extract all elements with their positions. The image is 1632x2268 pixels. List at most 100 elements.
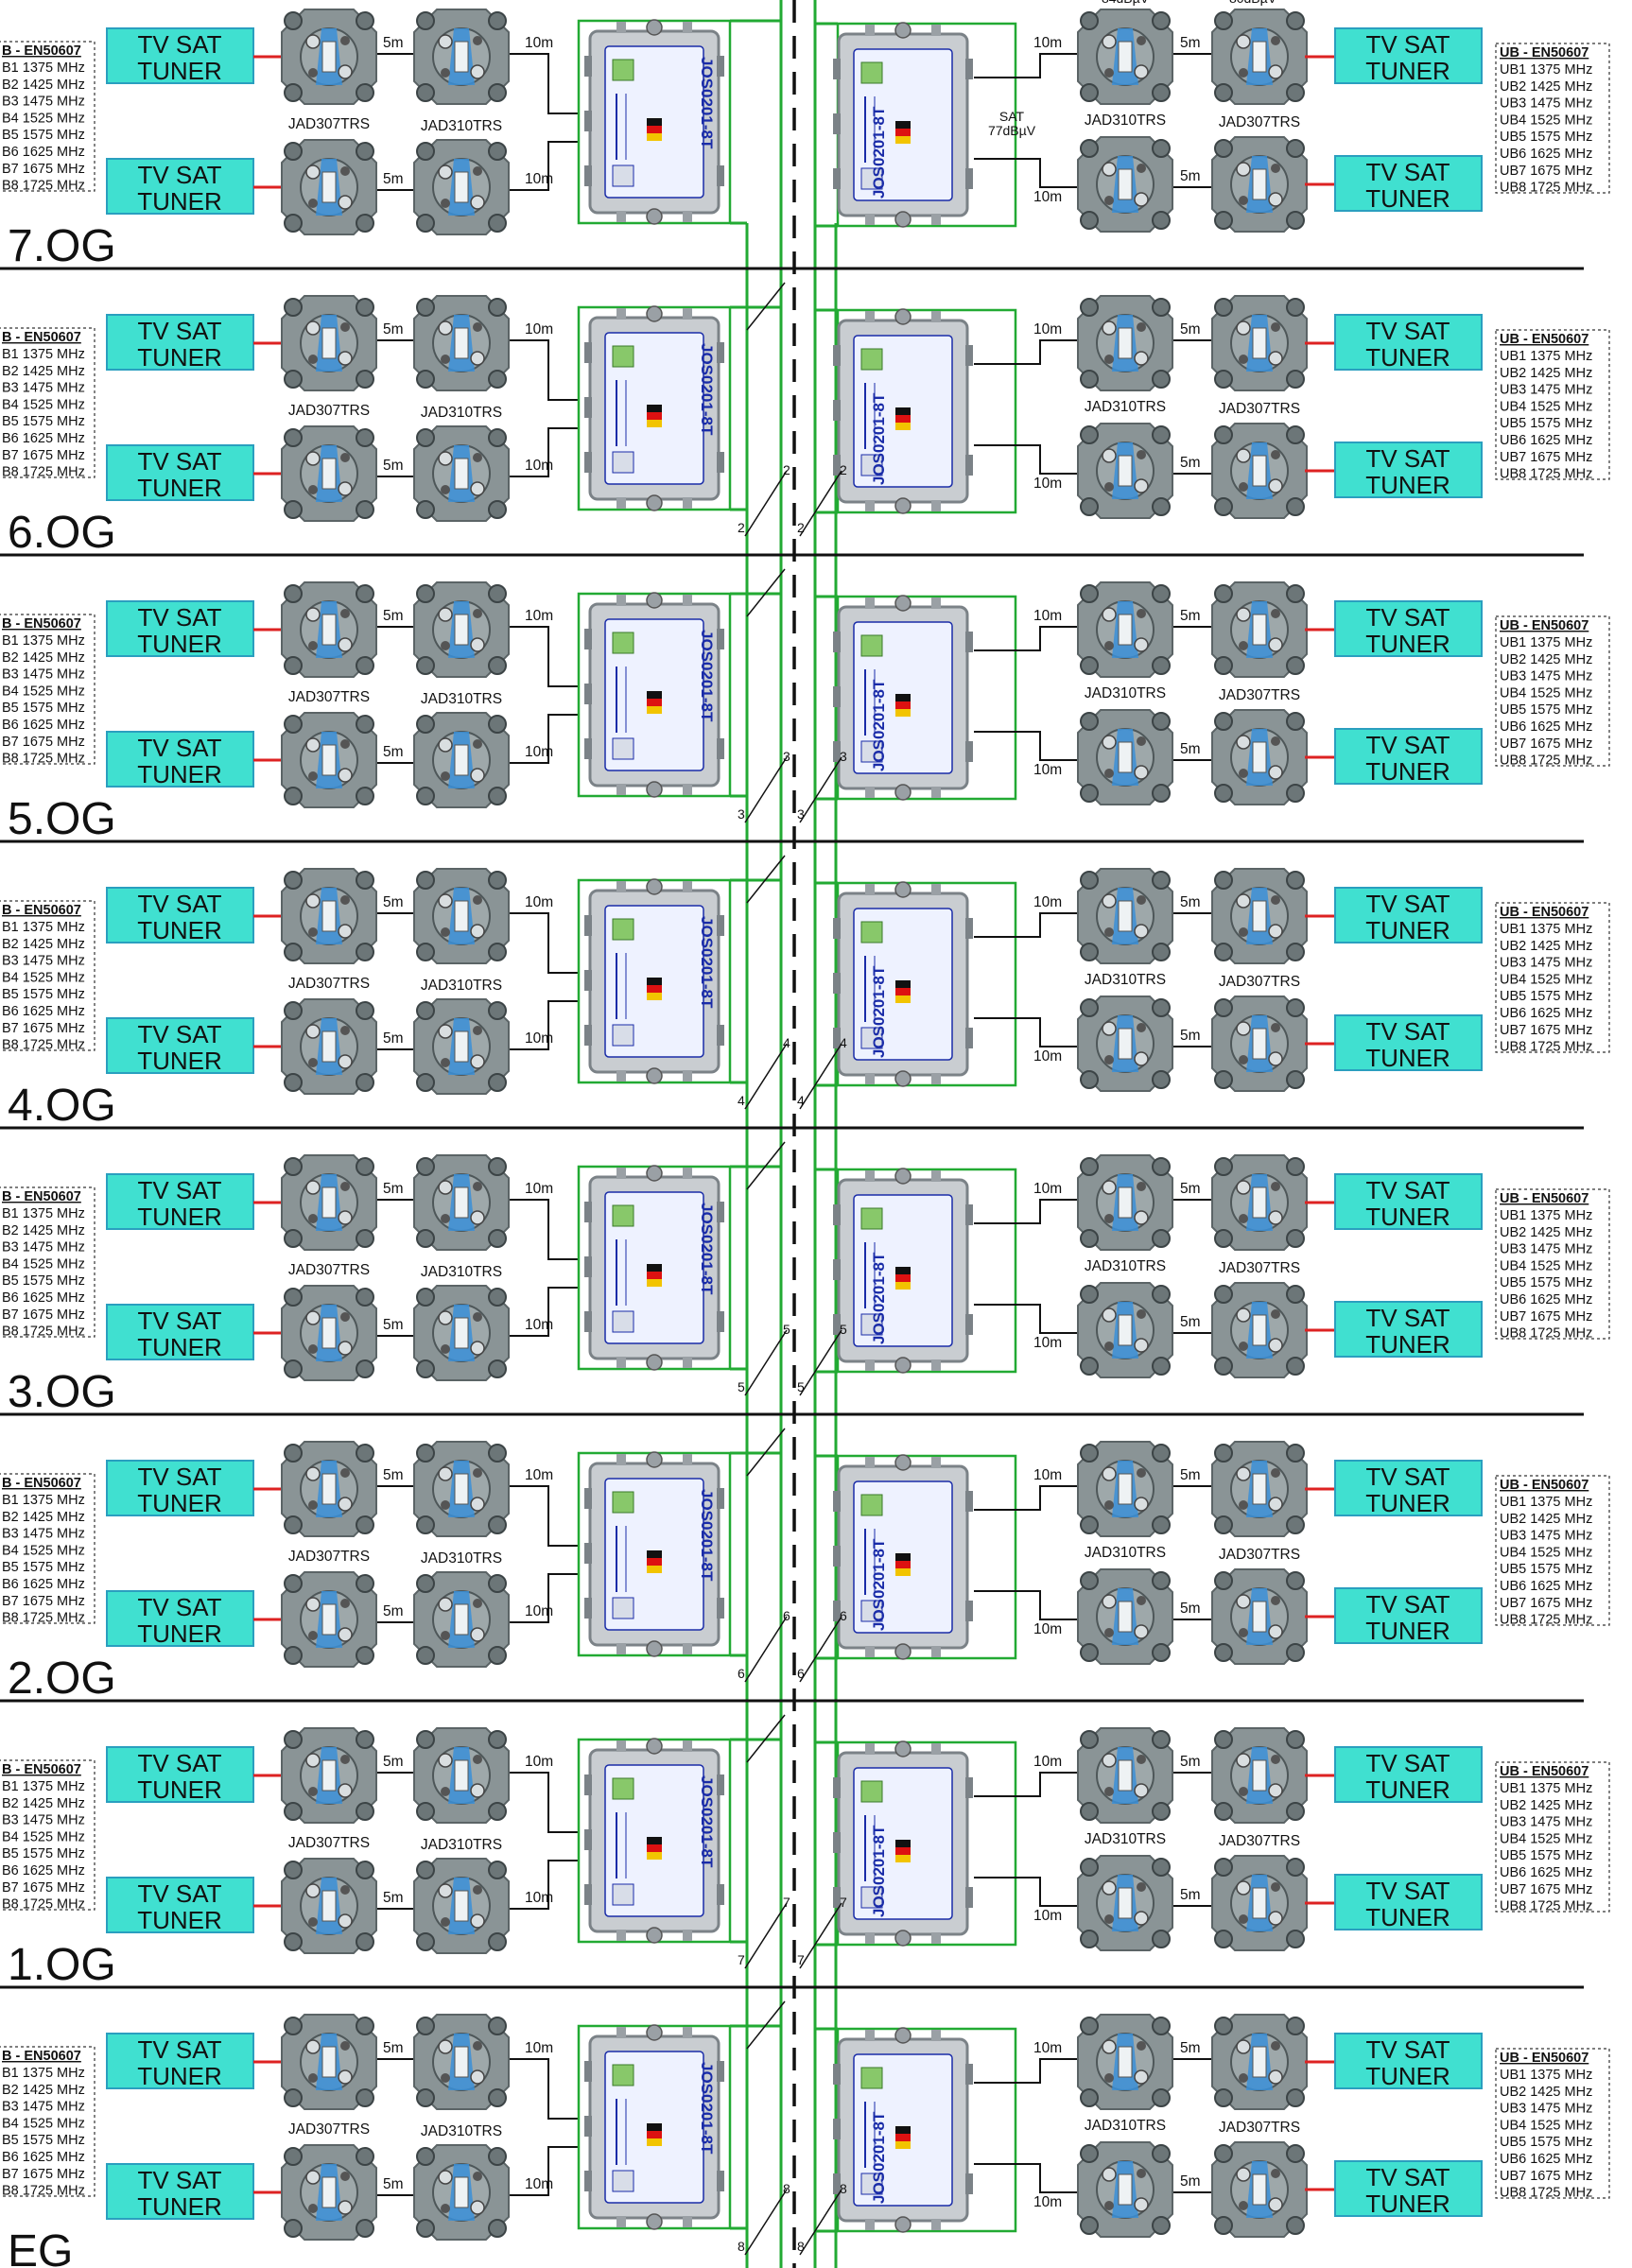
outlet-right-b-top — [1077, 868, 1173, 964]
tuner-label-line2: TUNER — [1365, 1903, 1450, 1931]
ub-table-row: UB3 1475 MHz — [1500, 956, 1592, 971]
ub-table-row: UB3 1475 MHz — [1500, 96, 1592, 112]
cable-length-label: 5m — [383, 1890, 404, 1906]
outlet-model-label: JAD307TRS — [1219, 1833, 1300, 1849]
outlet-right-b-bottom — [1077, 709, 1173, 805]
floor-label: 5.OG — [8, 794, 116, 844]
ub-table-row: B6 1625 MHz — [2, 718, 85, 733]
ub-table-header: UB - EN50607 — [1500, 1191, 1589, 1206]
ub-table-row: UB4 1525 MHz — [1500, 685, 1592, 701]
ub-table-row: UB6 1625 MHz — [1500, 719, 1592, 735]
ub-table-row: UB3 1475 MHz — [1500, 383, 1592, 398]
outlet-left-b-bottom — [413, 1571, 510, 1668]
ub-table-row: UB6 1625 MHz — [1500, 2152, 1592, 2167]
outlet-right-a-top — [1211, 1727, 1308, 1824]
ub-table-row: UB8 1725 MHz — [1500, 181, 1592, 196]
tuner-label-line1: TV SAT — [137, 603, 221, 632]
outlet-left-b-top — [413, 1441, 510, 1537]
cable-length-label: 10m — [525, 458, 553, 474]
tuner-label-line2: TUNER — [1365, 57, 1450, 85]
ub-table-row: B2 1425 MHz — [2, 78, 85, 93]
outlet-right-b-bottom — [1077, 1282, 1173, 1378]
cable-length-label: 5m — [383, 1467, 404, 1483]
ub-table-row: B6 1625 MHz — [2, 1004, 85, 1019]
ub-table-row: UB3 1475 MHz — [1500, 1815, 1592, 1830]
outlet-right-b-bottom — [1077, 1855, 1173, 1951]
outlet-model-label: JAD310TRS — [1085, 2118, 1166, 2134]
multiswitch-model-label: JOS0201-8T — [870, 1825, 888, 1917]
tuner-label-line1: TV SAT — [1365, 890, 1450, 918]
ub-table-row: UB7 1675 MHz — [1500, 450, 1592, 465]
multiswitch-model-label: JOS0201-8T — [870, 2111, 888, 2204]
ub-table-header: UB - EN50607 — [1500, 2051, 1589, 2066]
cable-length-label: 5m — [1180, 455, 1201, 471]
tuner-label-line1: TV SAT — [137, 161, 221, 189]
tuner-label-line1: TV SAT — [137, 2035, 221, 2064]
ub-table-row: B8 1725 MHz — [2, 465, 85, 480]
ub-table-row: B7 1675 MHz — [2, 735, 85, 750]
ub-table-row: UB8 1725 MHz — [1500, 1040, 1592, 1055]
outlet-left-a-top — [281, 1441, 377, 1537]
ub-table-row: UB3 1475 MHz — [1500, 669, 1592, 684]
cable-length-label: 10m — [1033, 2194, 1062, 2210]
cable-number: 7 — [738, 1952, 745, 1967]
tuner-label-line2: TUNER — [137, 57, 222, 85]
ub-table-row: UB7 1675 MHz — [1500, 1596, 1592, 1611]
ub-table-row: B4 1525 MHz — [2, 1543, 85, 1558]
cable-number: 7 — [797, 1952, 805, 1967]
cable-length-label: 10m — [1033, 762, 1062, 778]
ub-table-row: UB5 1575 MHz — [1500, 989, 1592, 1004]
cable-number: 4 — [797, 1093, 805, 1108]
tuner-label-line2: TUNER — [137, 916, 222, 944]
ub-table-row: UB4 1525 MHz — [1500, 972, 1592, 987]
outlet-model-label: JAD307TRS — [1219, 974, 1300, 990]
tuner-label-line2: TUNER — [1365, 184, 1450, 213]
cable-number: 6 — [738, 1666, 745, 1681]
cable-number: 6 — [840, 1608, 847, 1623]
outlet-right-a-top — [1211, 1154, 1308, 1251]
tuner-label-line1: TV SAT — [137, 1749, 221, 1777]
outlet-left-a-bottom — [281, 1571, 377, 1668]
ub-table-row: UB4 1525 MHz — [1500, 113, 1592, 128]
cable-number: 2 — [840, 462, 847, 477]
outlet-model-label: JAD310TRS — [1085, 113, 1166, 129]
cable-length-label: 10m — [525, 35, 553, 51]
outlet-model-label: JAD310TRS — [1085, 1258, 1166, 1274]
cable-length-label: 10m — [1033, 1754, 1062, 1770]
cable-number: 5 — [738, 1379, 745, 1394]
outlet-right-b-bottom — [1077, 136, 1173, 233]
floor-label: 7.OG — [8, 221, 116, 271]
cable-length-label: 5m — [383, 1754, 404, 1770]
multiswitch-model-label: JOS0201-8T — [698, 1489, 716, 1582]
multiswitch-model-label: JOS0201-8T — [870, 106, 888, 199]
ub-table-row: B3 1475 MHz — [2, 1527, 85, 1542]
tuner-label-line1: TV SAT — [137, 317, 221, 345]
ub-table-row: B1 1375 MHz — [2, 1206, 85, 1221]
outlet-model-label: JAD307TRS — [288, 116, 370, 132]
ub-table-row: UB8 1725 MHz — [1500, 753, 1592, 769]
cable-length-label: 5m — [383, 1181, 404, 1197]
ub-table-row: UB2 1425 MHz — [1500, 939, 1592, 954]
outlet-right-b-top — [1077, 2014, 1173, 2110]
cable-number: 7 — [783, 1895, 790, 1910]
cable-number: 3 — [738, 806, 745, 822]
cable-number: 3 — [797, 806, 805, 822]
ub-table-header: B - EN50607 — [2, 616, 81, 632]
outlet-right-a-top — [1211, 9, 1308, 105]
